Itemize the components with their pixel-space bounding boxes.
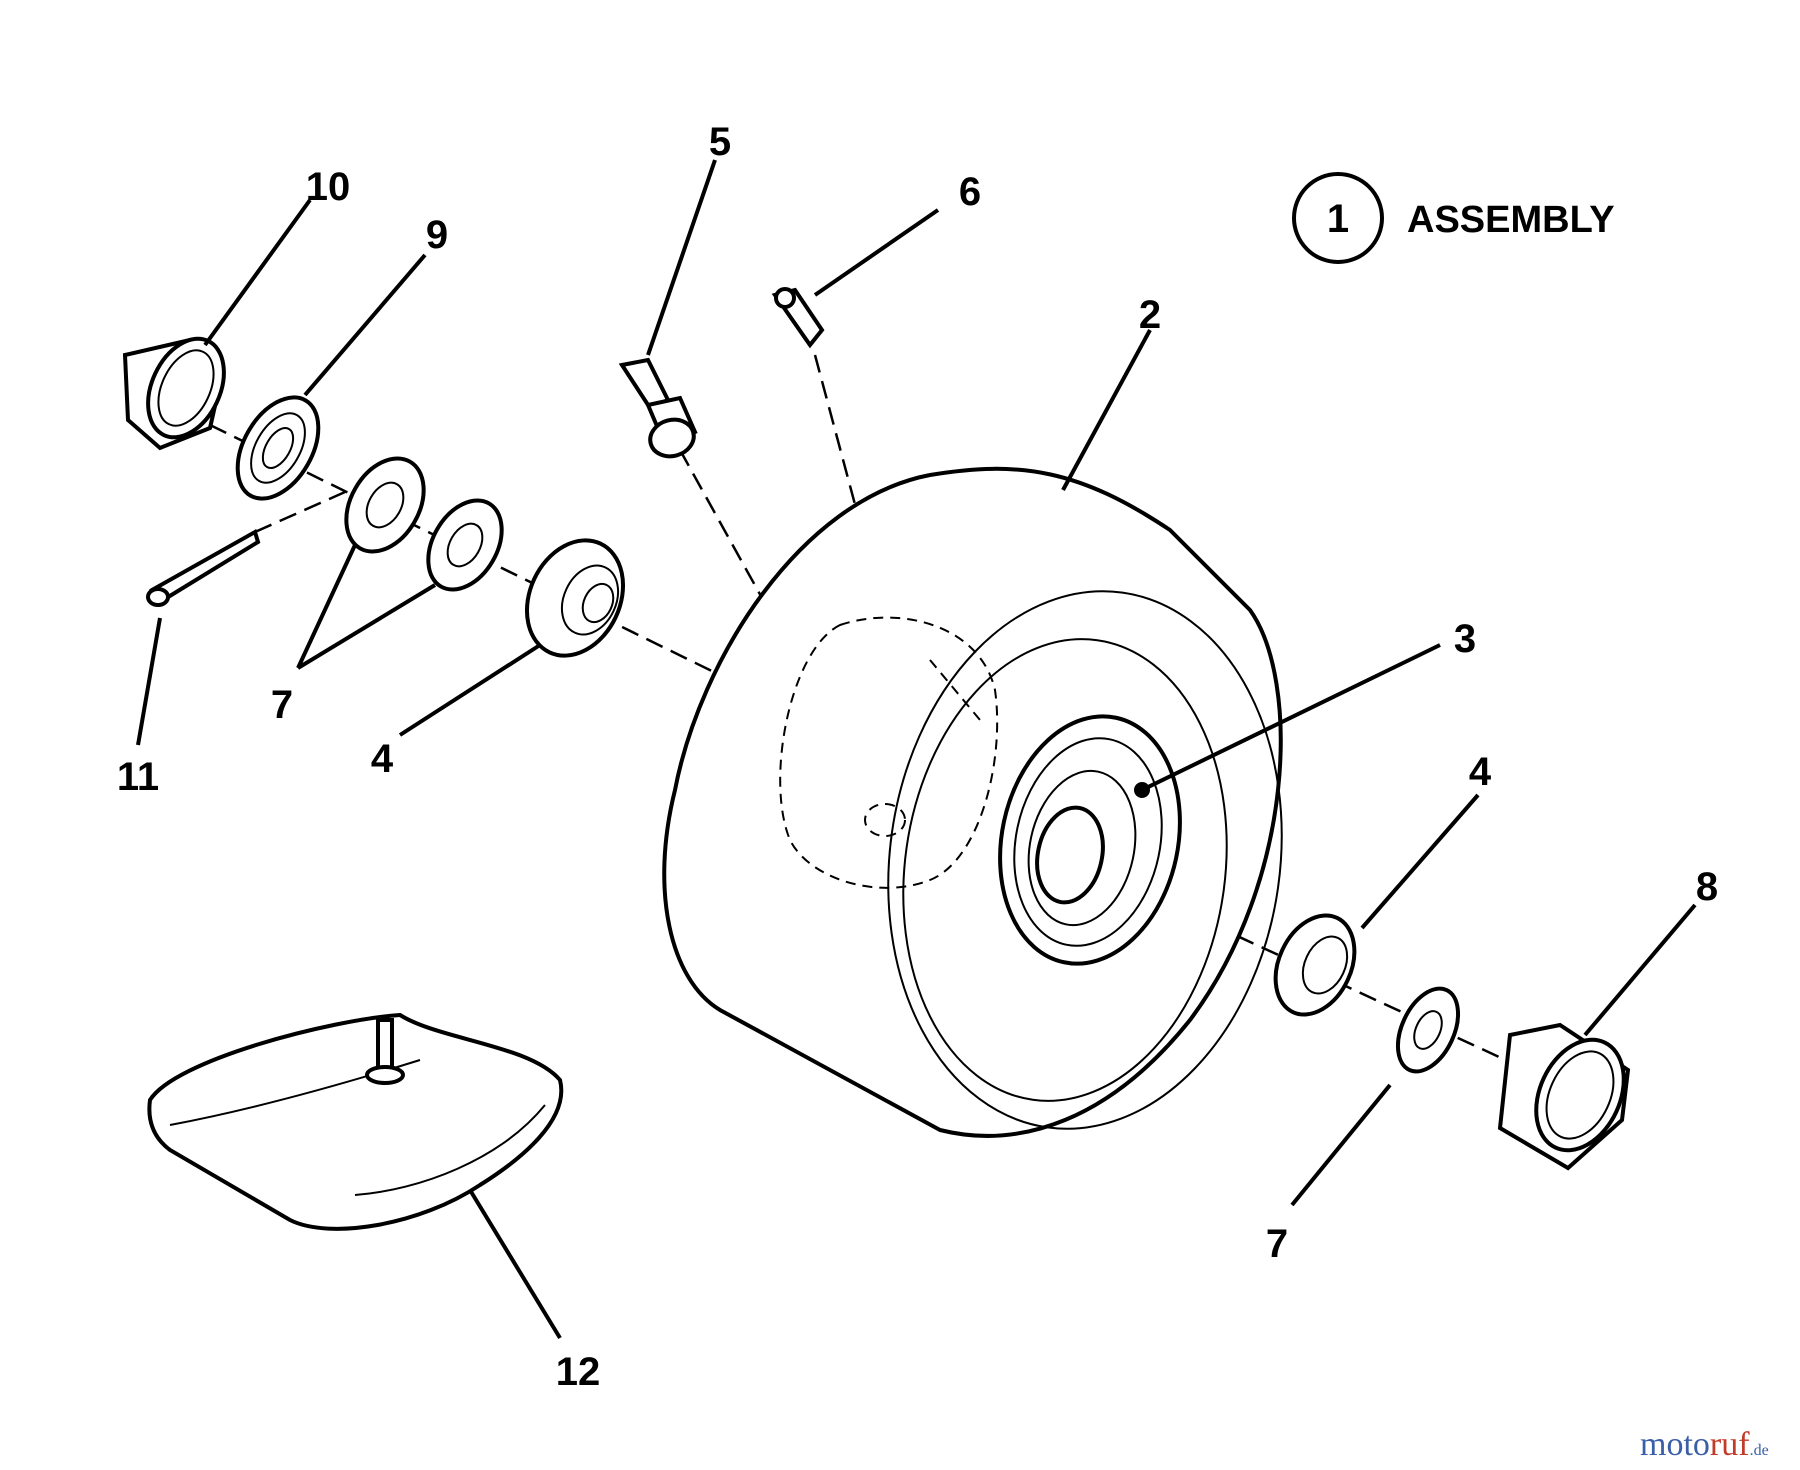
callout-numbers: 10 9 5 6 2 3 11 7 4 4 8 7 12 xyxy=(117,120,1718,1394)
callout-11: 11 xyxy=(117,755,159,799)
valve-stem xyxy=(618,357,698,459)
callout-4-right: 4 xyxy=(1469,750,1492,794)
callout-5: 5 xyxy=(709,120,731,164)
callout-7-right: 7 xyxy=(1266,1222,1288,1266)
callout-9: 9 xyxy=(426,213,448,257)
washer-right xyxy=(1395,986,1461,1074)
ball-bearing xyxy=(235,395,321,501)
cotter-pin xyxy=(146,529,261,607)
callout-6: 6 xyxy=(959,170,981,214)
rim-hidden xyxy=(779,616,999,889)
spacer-cup-left xyxy=(122,336,226,451)
callout-8: 8 xyxy=(1696,865,1718,909)
assembly-key: 1 ASSEMBLY xyxy=(1292,172,1615,264)
washer-left-2 xyxy=(426,498,504,592)
callout-3: 3 xyxy=(1454,617,1476,661)
svg-text:motoruf.de: motoruf.de xyxy=(1640,1426,1769,1463)
spacer-cup-right xyxy=(1497,1022,1631,1171)
callout-7-left: 7 xyxy=(271,683,293,727)
callout-4-left: 4 xyxy=(371,737,394,781)
callout-10: 10 xyxy=(306,165,351,209)
rim-hub xyxy=(998,714,1182,966)
watermark-logo: motoruf.de xyxy=(1640,1426,1769,1463)
flange-bushing-left xyxy=(524,538,626,658)
tire xyxy=(662,466,1283,1138)
callout-12: 12 xyxy=(556,1350,601,1394)
callout-2: 2 xyxy=(1139,293,1161,337)
flange-bushing-right xyxy=(1273,913,1357,1017)
grease-fitting xyxy=(771,287,825,349)
assembly-label: ASSEMBLY xyxy=(1407,199,1615,241)
inner-tube xyxy=(147,1012,564,1231)
washer-left-1 xyxy=(344,456,426,554)
assembly-number: 1 xyxy=(1327,197,1349,241)
leader-lines xyxy=(136,159,1697,1340)
